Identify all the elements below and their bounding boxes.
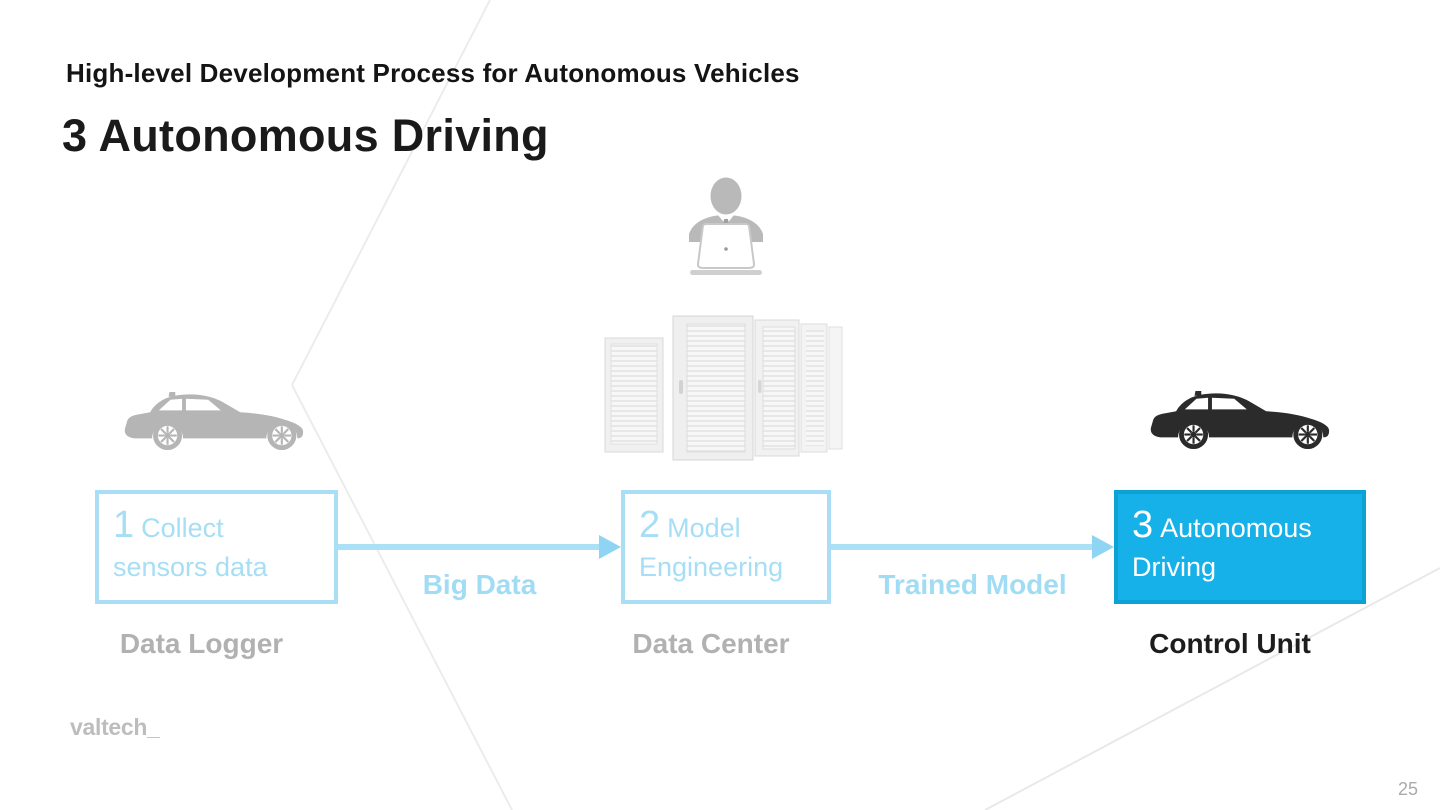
valtech-logo: valtech_: [70, 714, 160, 740]
caption-data-logger: Data Logger: [119, 628, 284, 659]
caption-control-unit: Control Unit: [1149, 628, 1311, 659]
flow-arrowhead-icon: [1092, 535, 1114, 559]
server-racks-icon: [604, 315, 843, 461]
gray-car-icon: [123, 390, 307, 452]
caption-data-center: Data Center: [632, 628, 790, 659]
developer-at-laptop-icon: [689, 177, 763, 275]
flow-arrowhead-icon: [599, 535, 621, 559]
page-number: 25: [1398, 779, 1419, 799]
slide-kicker: High-level Development Process for Auton…: [66, 58, 800, 88]
step-number: 1: [113, 504, 135, 546]
step-label: Autonomous Driving: [1132, 513, 1312, 582]
arrow-label-trained-model: Trained Model: [878, 569, 1067, 600]
flow-arrow-line-2: [831, 544, 1093, 550]
page-title: 3 Autonomous Driving: [62, 110, 549, 161]
flow-arrow-line-1: [338, 544, 600, 550]
step-number: 2: [639, 504, 661, 546]
step-label: Collect sensors data: [113, 513, 268, 582]
arrow-label-big-data: Big Data: [422, 569, 537, 600]
step-label: Model Engineering: [639, 513, 784, 582]
black-car-icon: [1149, 389, 1333, 451]
step-number: 3: [1132, 504, 1154, 546]
